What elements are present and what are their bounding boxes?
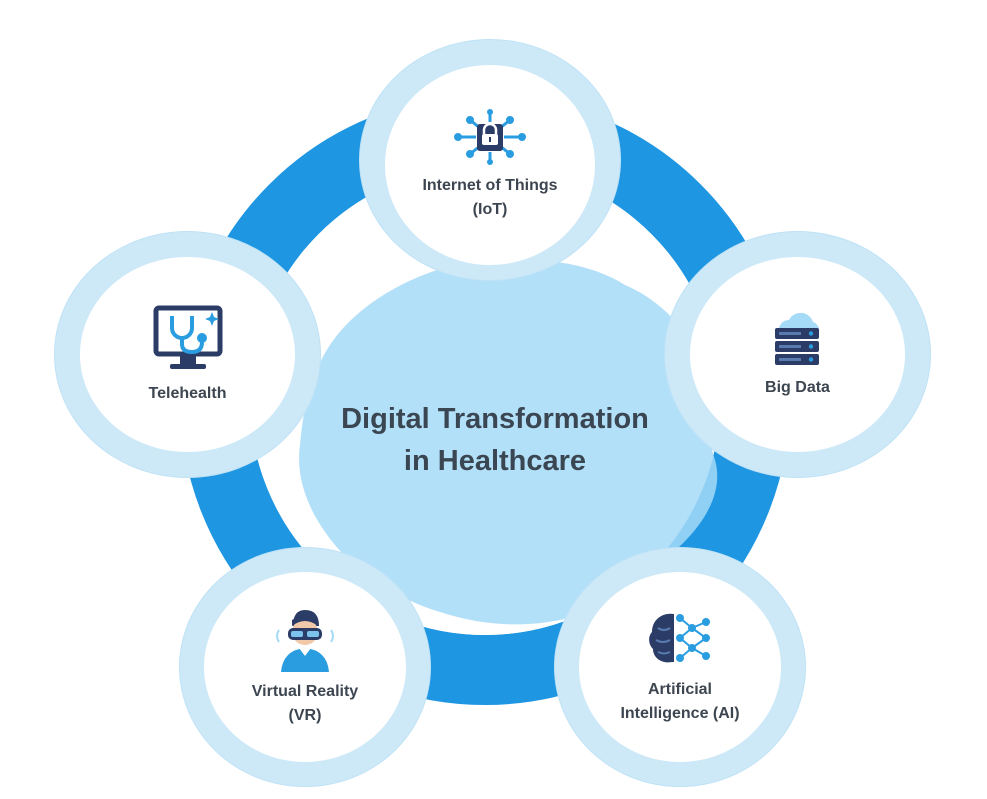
monitor-stethoscope-icon	[153, 305, 222, 369]
center-title: Digital Transformation in Healthcare	[300, 398, 690, 482]
node-iot-label-line-1: Internet of Things	[422, 177, 558, 194]
node-big-data: Big Data	[665, 232, 930, 477]
node-telehealth: Telehealth	[55, 232, 320, 477]
node-vr-label-line-1: Virtual Reality	[251, 683, 359, 700]
node-ai-inner: Artificial Intelligence (AI)	[579, 572, 781, 762]
brain-network-icon	[649, 613, 710, 663]
node-big-data-inner: Big Data	[690, 257, 905, 452]
circuit-lock-icon	[454, 109, 526, 165]
node-ai: Artificial Intelligence (AI)	[555, 548, 805, 786]
node-ai-label-line-1: Artificial	[647, 681, 712, 698]
node-iot-label-line-2: (IoT)	[472, 201, 508, 218]
node-vr-inner: Virtual Reality (VR)	[204, 572, 406, 762]
node-big-data-label: Big Data	[765, 378, 830, 396]
center-title-line-1: Digital Transformation	[341, 403, 649, 435]
node-ai-label-line-2: Intelligence (AI)	[620, 705, 740, 722]
node-telehealth-label: Telehealth	[148, 384, 227, 402]
server-cloud-icon	[774, 312, 819, 365]
node-vr: Virtual Reality (VR)	[180, 548, 430, 786]
center-title-line-2: in Healthcare	[403, 445, 587, 477]
node-vr-label-line-2: (VR)	[288, 707, 322, 724]
node-telehealth-inner: Telehealth	[80, 257, 295, 452]
node-iot-inner: Internet of Things (IoT)	[385, 65, 595, 265]
node-iot: Internet of Things (IoT)	[360, 40, 620, 280]
vr-headset-person-icon	[276, 610, 334, 672]
